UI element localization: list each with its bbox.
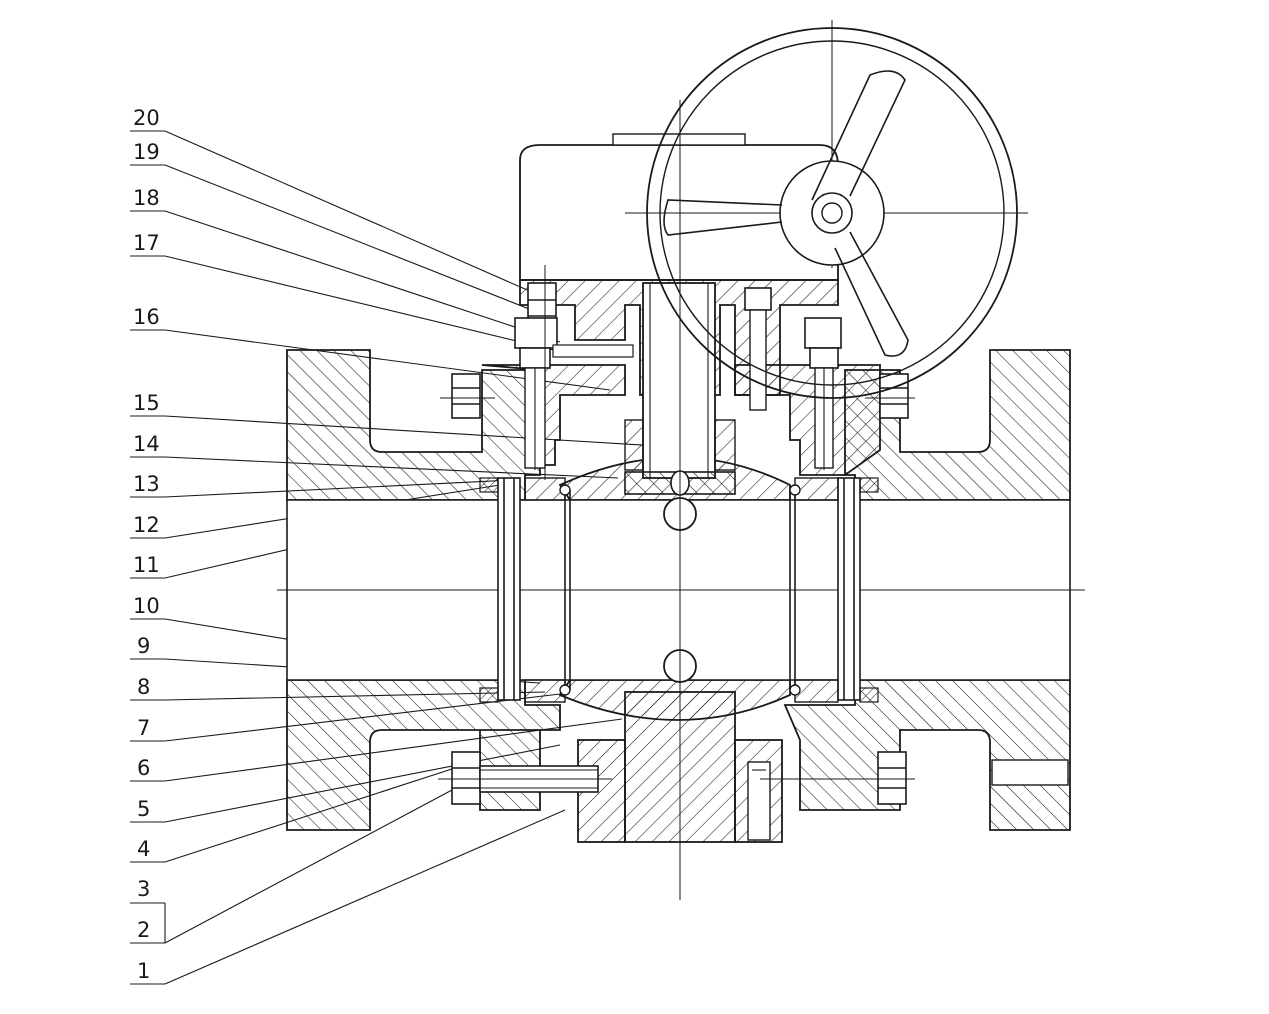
callout-label-14: 14	[133, 432, 160, 456]
callout-19: 19	[130, 140, 553, 319]
callout-label-13: 13	[133, 472, 160, 496]
callout-20: 20	[130, 106, 551, 301]
callout-12: 12	[130, 484, 501, 539]
callout-label-2: 2	[137, 918, 150, 942]
upper-bolt-left	[440, 373, 495, 419]
lower-bolt-left	[438, 751, 612, 805]
callout-17: 17	[130, 231, 563, 353]
seat-spring-left-top	[479, 477, 879, 703]
callout-label-5: 5	[137, 797, 150, 821]
grease-fitting-left	[514, 317, 634, 470]
callout-label-18: 18	[133, 186, 160, 210]
callout-label-20: 20	[133, 106, 160, 130]
callout-label-17: 17	[133, 231, 160, 255]
callout-label-15: 15	[133, 391, 160, 415]
callout-label-9: 9	[137, 634, 150, 658]
right-flange-lower	[783, 679, 1071, 831]
grease-fitting-right	[804, 317, 842, 470]
lower-bolt-right	[760, 751, 915, 805]
callout-label-4: 4	[137, 837, 150, 861]
callout-label-16: 16	[133, 305, 160, 329]
callout-label-8: 8	[137, 675, 150, 699]
callout-label-6: 6	[137, 756, 150, 780]
handwheel	[646, 27, 1018, 399]
callout-label-1: 1	[137, 959, 150, 983]
callout-18: 18	[130, 186, 561, 343]
callout-1: 1	[130, 809, 566, 985]
left-flange-upper	[286, 349, 541, 501]
left-flange-lower	[286, 679, 561, 831]
gear-operator	[514, 20, 1028, 900]
callout-label-12: 12	[133, 513, 160, 537]
callout-label-11: 11	[133, 553, 160, 577]
callout-label-3: 3	[137, 877, 150, 901]
callout-label-10: 10	[133, 594, 160, 618]
stem	[642, 282, 716, 479]
callout-label-7: 7	[137, 716, 150, 740]
callout-label-19: 19	[133, 140, 160, 164]
callout-3-2: 3 2	[130, 789, 453, 944]
callout-15: 15	[130, 391, 659, 447]
